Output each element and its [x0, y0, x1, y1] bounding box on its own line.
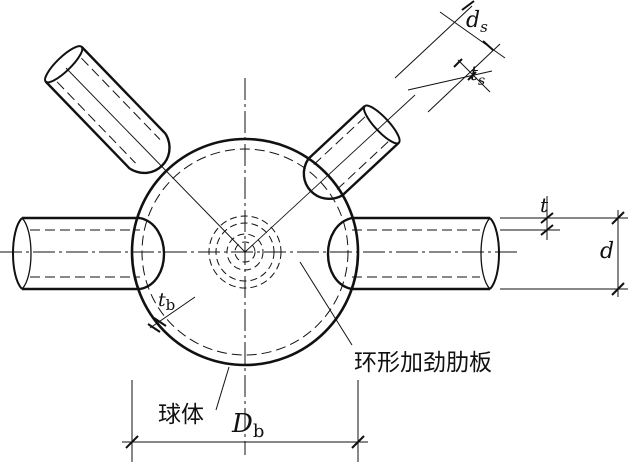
dimension-ticks [453, 0, 494, 81]
sphere-inner-wall [141, 148, 349, 356]
tube-axes [65, 67, 416, 253]
center-lines [0, 78, 520, 455]
leader-lines [215, 261, 353, 411]
ring-stiffener-label: 环形加劲肋板 [354, 350, 492, 376]
sphere-diameter-dimension [122, 380, 368, 462]
ring-stiffener-leader [299, 261, 353, 346]
sphere-outer-wall [130, 137, 360, 367]
right-tube-axis [244, 94, 416, 253]
upper-left-inclined-tube [44, 45, 171, 175]
t-label: t [540, 193, 549, 217]
sphere-wall-dimension [147, 296, 196, 333]
ds-label: ds [466, 8, 488, 36]
tube-outer-diameter-dimension [500, 210, 628, 297]
ts-label: ts [470, 61, 485, 89]
d-label: d [600, 239, 614, 264]
Db-label: Db [231, 409, 264, 442]
left-horizontal-tube [12, 216, 166, 291]
upper-right-inclined-tube [302, 104, 401, 201]
sphere-leader [215, 366, 230, 411]
tb-label: tb [158, 289, 175, 314]
left-tube-axis [65, 67, 246, 253]
sphere-body [130, 137, 360, 367]
labels: ds ts t d tb Db 环形加劲肋板 球体 [158, 8, 614, 442]
tube-diameter-dimension [394, 5, 506, 113]
sphere-label: 球体 [158, 402, 204, 428]
ring-stiffener-plate [208, 215, 282, 289]
